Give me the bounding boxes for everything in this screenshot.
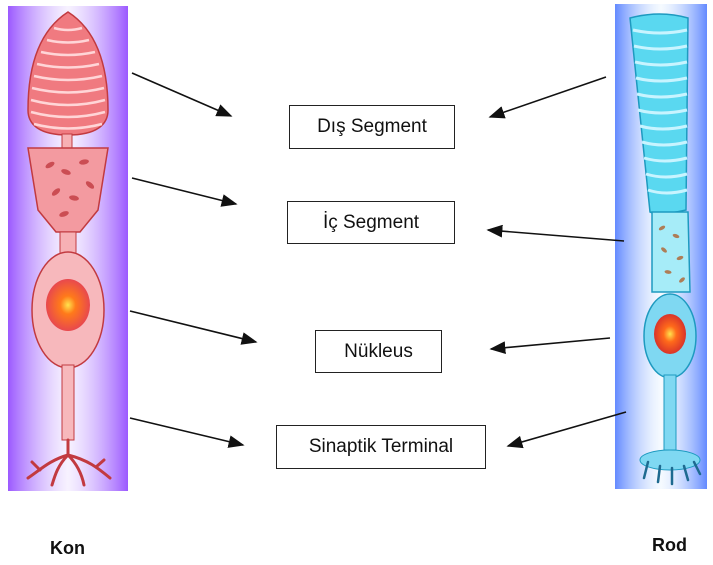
arrow-cone-outer — [132, 73, 231, 116]
rod-axon — [664, 375, 676, 450]
cone-neck — [60, 232, 76, 254]
label-outer-segment-text: Dış Segment — [317, 116, 427, 138]
arrow-rod-inner — [488, 230, 624, 241]
rod-cell — [615, 4, 707, 489]
arrow-cone-synaptic — [130, 418, 243, 445]
cone-caption: Kon — [50, 538, 85, 559]
arrow-rod-nucleus — [491, 338, 610, 349]
rod-inner-segment — [652, 212, 690, 292]
arrow-rod-synaptic — [508, 412, 626, 446]
label-nucleus: Nükleus — [315, 330, 442, 373]
label-nucleus-text: Nükleus — [344, 341, 413, 363]
cone-cell — [8, 6, 128, 491]
label-outer-segment: Dış Segment — [289, 105, 455, 149]
label-synaptic-terminal-text: Sinaptik Terminal — [309, 436, 453, 458]
label-inner-segment: İç Segment — [287, 201, 455, 244]
rod-caption: Rod — [652, 535, 687, 556]
cone-axon — [62, 365, 74, 440]
label-synaptic-terminal: Sinaptik Terminal — [276, 425, 486, 469]
label-inner-segment-text: İç Segment — [323, 212, 419, 234]
arrow-cone-inner — [132, 178, 236, 204]
rod-nucleus-body — [644, 294, 696, 378]
rod-nucleus — [654, 314, 686, 354]
arrow-rod-outer — [490, 77, 606, 117]
cone-nucleus — [46, 279, 90, 331]
arrow-cone-nucleus — [130, 311, 256, 342]
cone-cilium — [62, 134, 72, 148]
cone-nucleus-body — [32, 252, 104, 368]
